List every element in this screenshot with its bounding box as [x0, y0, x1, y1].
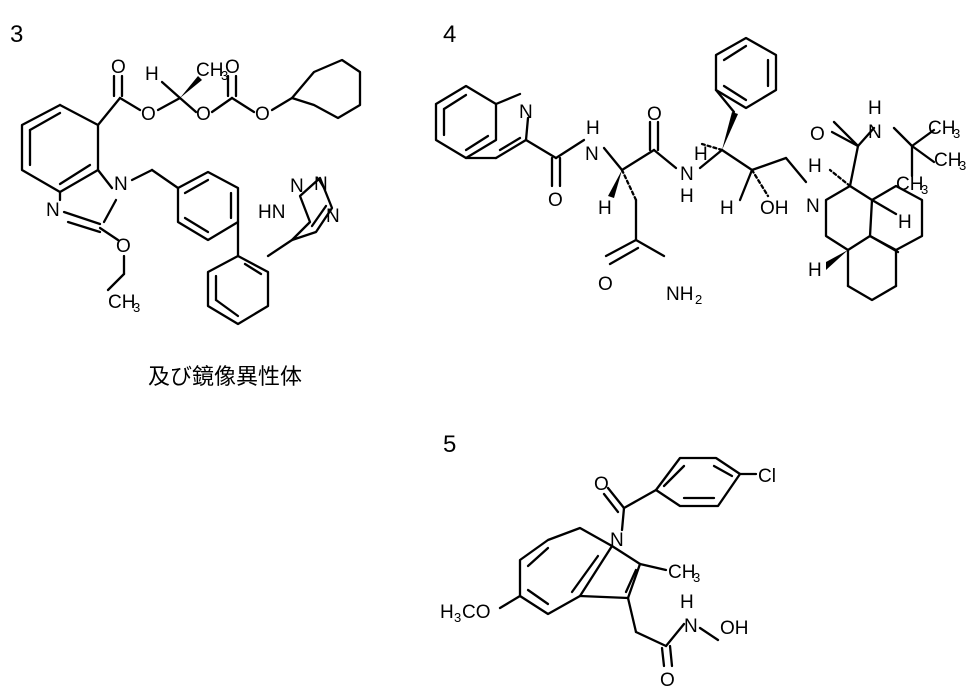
atom-subscript: 3	[921, 182, 928, 197]
compound-number-3: 3	[10, 21, 23, 48]
atom-label: CH	[934, 150, 961, 171]
atom-label: Cl	[758, 466, 776, 487]
atom-label: CH	[196, 60, 223, 81]
atom-label: N	[290, 176, 304, 197]
atom-label: N	[114, 174, 128, 195]
atom-label: N	[519, 102, 533, 123]
atom-label: O	[225, 57, 240, 78]
atom-label: H	[145, 64, 159, 85]
structure-compound-4	[434, 36, 936, 302]
atom-label: H	[720, 198, 734, 219]
atom-label: CH	[108, 292, 135, 313]
atom-label: N	[680, 164, 694, 185]
atom-label: N	[46, 200, 60, 221]
atom-label: N	[684, 616, 698, 637]
atom-label: HN	[258, 202, 285, 223]
compound-number-4: 4	[443, 21, 456, 48]
atom-label: CH	[928, 118, 955, 139]
atom-label: NH	[666, 284, 693, 305]
structure-compound-3	[20, 58, 362, 326]
atom-label: H	[808, 260, 822, 281]
atom-label: H	[868, 98, 882, 119]
atom-label: H	[598, 198, 612, 219]
atom-label: O	[548, 190, 563, 211]
atom-label: CH	[668, 562, 695, 583]
atom-label: O	[660, 670, 675, 691]
atom-label: N	[610, 530, 624, 551]
atom-label: O	[810, 124, 825, 145]
atom-label: N	[326, 206, 340, 227]
atom-label: O	[594, 474, 609, 495]
atom-label: N	[314, 174, 328, 195]
atom-label: O	[141, 104, 156, 125]
atom-label: CO	[462, 602, 491, 623]
atom-label: H	[694, 144, 708, 165]
atom-subscript: 2	[695, 292, 702, 307]
atom-label: H	[440, 602, 454, 623]
atom-label: N	[868, 122, 882, 143]
atom-label: O	[116, 236, 131, 257]
atom-label: N	[585, 144, 599, 165]
atom-label: H	[898, 212, 912, 233]
atom-label: O	[647, 104, 662, 125]
atom-label: O	[598, 274, 613, 295]
atom-label: H	[808, 156, 822, 177]
atom-label: H	[586, 118, 600, 139]
atom-label: O	[111, 57, 126, 78]
atom-label: O	[196, 104, 211, 125]
atom-subscript: 3	[693, 570, 700, 585]
caption-enantiomer: 及び鏡像異性体	[148, 365, 302, 390]
atom-label: N	[806, 196, 820, 217]
atom-label: OH	[720, 618, 749, 639]
atom-label: O	[255, 104, 270, 125]
atom-subscript: 3	[133, 300, 140, 315]
atom-label: H	[680, 592, 694, 613]
atom-subscript: 3	[959, 158, 966, 173]
compound-number-5: 5	[443, 431, 456, 458]
atom-label: OH	[760, 198, 789, 219]
structure-compound-5	[498, 456, 758, 668]
atom-label: H	[680, 186, 694, 207]
atom-subscript: 3	[221, 68, 228, 83]
atom-label: CH	[896, 174, 923, 195]
atom-subscript: 3	[454, 610, 461, 625]
atom-subscript: 3	[953, 126, 960, 141]
